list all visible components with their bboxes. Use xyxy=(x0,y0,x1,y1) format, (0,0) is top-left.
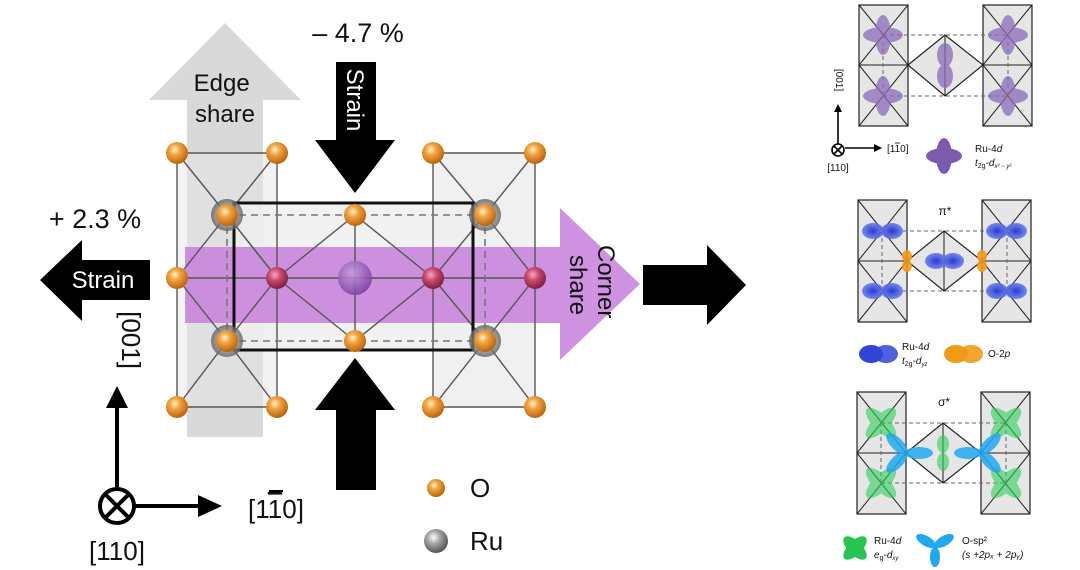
strain-arrow-up xyxy=(315,358,395,490)
sigma-star-title: σ* xyxy=(938,395,950,409)
o-atom xyxy=(344,330,366,352)
panel-axes xyxy=(831,110,876,157)
o-atom xyxy=(474,204,496,226)
atoms xyxy=(166,142,546,418)
legend-dxy-line2: eg-dxy xyxy=(874,550,899,562)
o-atom xyxy=(524,142,546,164)
atom-legend: O Ru xyxy=(424,473,503,556)
o-atom xyxy=(166,396,188,418)
panel-axis-110: [110] xyxy=(827,163,849,174)
legend-orange-dumbbell-icon xyxy=(944,345,983,363)
dx2y2-orbitals xyxy=(863,15,1028,116)
dyz-orbitals xyxy=(862,223,1027,299)
legend-sp2-line1: O-sp² xyxy=(962,536,988,547)
o-atom xyxy=(166,267,188,289)
main-crystal-diagram: Strain – 4.7 % Strain + 2.3 % Edge share… xyxy=(40,18,746,566)
legend-dxy-line1: Ru-4d xyxy=(874,536,902,547)
o-atom xyxy=(216,330,238,352)
legend-purple-clover-icon xyxy=(926,138,962,174)
o-atom xyxy=(422,142,444,164)
panel-sigma-star: σ* Ru-4d eg-dxy O-sp² (s +2pₓ + 2pᵧ) xyxy=(843,391,1031,567)
o-atom xyxy=(266,142,288,164)
legend-ru-symbol xyxy=(424,529,448,553)
center-atom xyxy=(338,261,372,295)
dashed-guides xyxy=(226,214,486,342)
o-atom xyxy=(166,142,188,164)
o-atom xyxy=(422,396,444,418)
legend-cyan-trefoil-icon xyxy=(916,534,954,567)
strain-arrow-down xyxy=(315,62,395,193)
o-atom xyxy=(266,396,288,418)
legend-o2p-label: O-2p xyxy=(988,349,1011,360)
panel-axis-001: [001] xyxy=(833,69,844,91)
panel-pi-star: π* Ru-4d t2g-dyz O-2p xyxy=(857,199,1032,368)
dxy-orbitals xyxy=(865,407,1022,499)
strain-arrow-left xyxy=(40,240,150,321)
o-atom xyxy=(216,204,238,226)
o-atom xyxy=(524,396,546,418)
o-atom xyxy=(344,204,366,226)
strain-left-label: Strain xyxy=(72,267,135,294)
corner-share-arrow xyxy=(185,208,640,360)
panel-dx2y2: [001] [110] [110] Ru-4d t2g-dx² − y² xyxy=(827,4,1033,174)
o-atom xyxy=(474,330,496,352)
apical-atom xyxy=(524,267,546,289)
legend-dyz-line2: t2g-dyz xyxy=(902,356,927,368)
legend-dyz-line1: Ru-4d xyxy=(902,342,930,353)
transition-arrow xyxy=(643,245,746,325)
apical-atom xyxy=(266,267,288,289)
sp2-orbitals xyxy=(886,433,1001,473)
legend-ru-label: Ru xyxy=(470,526,503,556)
axis-label-1-10: [110] xyxy=(248,494,304,524)
legend-blue-dumbbell-icon xyxy=(859,345,898,363)
legend-o-label: O xyxy=(470,473,490,503)
legend-dx2y2-line1: Ru-4d xyxy=(975,144,1003,155)
pi-star-title: π* xyxy=(939,204,952,218)
panel-axis-1-10: [110] xyxy=(887,144,909,155)
strain-down-label: Strain xyxy=(341,69,368,132)
tensile-strain-value: + 2.3 % xyxy=(49,204,141,234)
apical-atom xyxy=(422,267,444,289)
axis-label-001: [001] xyxy=(116,311,146,369)
corner-share-label: Corner share xyxy=(564,245,619,325)
legend-green-clover-icon xyxy=(843,536,867,560)
legend-o-symbol xyxy=(427,479,445,497)
legend-dx2y2-line2: t2g-dx² − y² xyxy=(975,158,1012,170)
compressive-strain-value: – 4.7 % xyxy=(312,18,404,48)
legend-sp2-line2: (s +2pₓ + 2pᵧ) xyxy=(962,550,1023,561)
crystal-axes: [001] [110] [110] xyxy=(89,311,304,566)
axis-label-110: [110] xyxy=(89,536,145,566)
edge-share-label: Edge share xyxy=(194,70,257,128)
